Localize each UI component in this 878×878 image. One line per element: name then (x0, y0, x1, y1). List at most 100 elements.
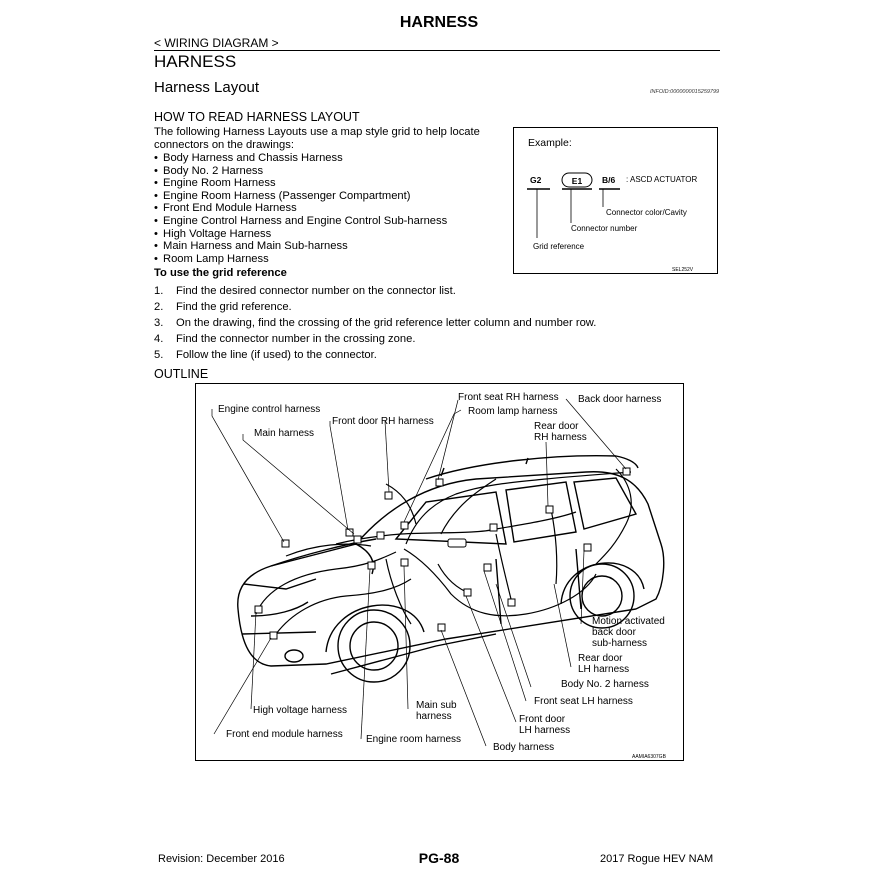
connector-icon (463, 588, 472, 597)
connector-icon (269, 631, 278, 640)
list-item: High Voltage Harness (154, 228, 447, 241)
example-figure: Example: G2 E1 B/6 : ASCD ACTUATOR Conne… (513, 127, 718, 274)
label-body: Body harness (493, 742, 554, 753)
outline-heading: OUTLINE (154, 367, 209, 381)
label-color-cavity: Connector color/Cavity (606, 208, 687, 217)
label-main-sub: harness (416, 711, 452, 722)
label-main-sub: Main sub (416, 700, 457, 711)
connector-icon (437, 623, 446, 632)
connector-icon (400, 558, 409, 567)
info-id: INFOID:0000000015259799 (650, 89, 720, 95)
step-item: 5. Follow the line (if used) to the conne… (154, 347, 596, 363)
label-front-end-module: Front end module harness (226, 729, 343, 740)
example-grid: G2 (530, 175, 542, 185)
connectors (254, 467, 631, 640)
step-item: 3. On the drawing, find the crossing of t… (154, 315, 596, 331)
connector-icon (489, 523, 498, 532)
label-rear-door-rh: Rear door (534, 421, 579, 432)
list-item: Body No. 2 Harness (154, 165, 447, 178)
section-title: HARNESS (154, 52, 237, 71)
step-text: Find the grid reference. (176, 301, 292, 313)
label-grid-reference: Grid reference (533, 242, 585, 251)
label-motion-activated: sub-harness (592, 638, 647, 649)
how-to-read-heading: HOW TO READ HARNESS LAYOUT (154, 110, 360, 124)
connector-oval (561, 172, 593, 188)
label-front-seat-lh: Front seat LH harness (534, 696, 633, 707)
connector-icon (400, 521, 409, 530)
label-rear-door-rh: RH harness (534, 432, 587, 443)
label-front-door-lh: LH harness (519, 725, 570, 736)
list-item: Front End Module Harness (154, 202, 447, 215)
step-text: Follow the line (if used) to the connect… (176, 349, 377, 361)
list-item: Engine Room Harness (Passenger Compartme… (154, 190, 447, 203)
label-front-door-rh: Front door RH harness (332, 416, 434, 427)
example-title: Example: (528, 137, 572, 149)
list-item: Engine Room Harness (154, 177, 447, 190)
harness-list: Body Harness and Chassis Harness Body No… (154, 152, 447, 265)
example-description: : ASCD ACTUATOR (626, 175, 697, 184)
connector-icon (545, 505, 554, 514)
list-item: Engine Control Harness and Engine Contro… (154, 215, 447, 228)
connector-icon (483, 563, 492, 572)
wheels (284, 562, 645, 683)
footer-model: 2017 Rogue HEV NAM (600, 853, 714, 865)
label-front-seat-rh: Front seat RH harness (458, 392, 559, 403)
step-item: 2. Find the grid reference. (154, 299, 596, 315)
header-divider (154, 50, 720, 51)
step-item: 4.Find the connector number in the cross… (154, 331, 596, 347)
connector-icon (281, 539, 290, 548)
label-motion-activated: back door (592, 627, 637, 638)
example-figure-code: SEL252V (672, 267, 694, 273)
outline-figure-code: AAMIA6307GB (632, 754, 667, 760)
label-main: Main harness (254, 428, 314, 439)
connector-icon (447, 538, 467, 548)
connector-icon (376, 531, 385, 540)
breadcrumb[interactable]: < WIRING DIAGRAM > (154, 36, 279, 50)
connector-icon (353, 535, 362, 544)
step-item: 1.Find the desired connector number on t… (154, 283, 596, 299)
use-grid-heading: To use the grid reference (154, 267, 287, 279)
footer-revision: Revision: December 2016 (158, 853, 285, 865)
example-color-cavity: B/6 (602, 175, 616, 185)
list-item: Main Harness and Main Sub-harness (154, 240, 447, 253)
harness-wiring (255, 468, 632, 635)
leader-lines (211, 398, 627, 747)
connector-icon (583, 543, 592, 552)
vehicle-harness-diagram: Engine control harness Front door RH har… (211, 392, 667, 760)
label-front-door-lh: Front door (519, 714, 566, 725)
example-connector: E1 (572, 176, 583, 186)
connector-icon (435, 478, 444, 487)
subsection-title: Harness Layout (154, 79, 260, 96)
step-text: Find the connector number in the crossin… (176, 333, 416, 345)
step-number: 3. (154, 317, 164, 329)
step-number: 2. (154, 301, 164, 313)
connector-icon (384, 491, 393, 500)
label-high-voltage: High voltage harness (253, 705, 347, 716)
connector-icon (622, 467, 631, 476)
connector-icon (507, 598, 516, 607)
label-rear-door-lh: LH harness (578, 664, 629, 675)
list-item: Body Harness and Chassis Harness (154, 152, 447, 165)
connector-icon (254, 605, 263, 614)
label-rear-door-lh: Rear door (578, 653, 623, 664)
example-diagram: Example: G2 E1 B/6 : ASCD ACTUATOR Conne… (527, 137, 697, 273)
step-text: On the drawing, find the crossing of the… (176, 317, 597, 329)
label-connector-number: Connector number (571, 224, 638, 233)
step-number: 5. (154, 349, 164, 361)
label-engine-control: Engine control harness (218, 404, 320, 415)
vehicle-outline (237, 455, 665, 675)
list-item: Room Lamp Harness (154, 253, 447, 266)
label-back-door: Back door harness (578, 394, 661, 405)
intro-text: The following Harness Layouts use a map … (154, 126, 480, 151)
outline-figure: Engine control harness Front door RH har… (195, 383, 684, 761)
label-room-lamp: Room lamp harness (468, 406, 557, 417)
connector-icon (345, 528, 354, 537)
label-engine-room: Engine room harness (366, 734, 461, 745)
steps-list: 1.Find the desired connector number on t… (154, 283, 596, 363)
footer-page-number: PG-88 (418, 850, 460, 866)
label-motion-activated: Motion activated (592, 616, 665, 627)
label-body-no2: Body No. 2 harness (561, 679, 649, 690)
connector-icon (367, 561, 376, 570)
page-top-title: HARNESS (399, 14, 479, 31)
step-number: 1. (154, 285, 164, 297)
